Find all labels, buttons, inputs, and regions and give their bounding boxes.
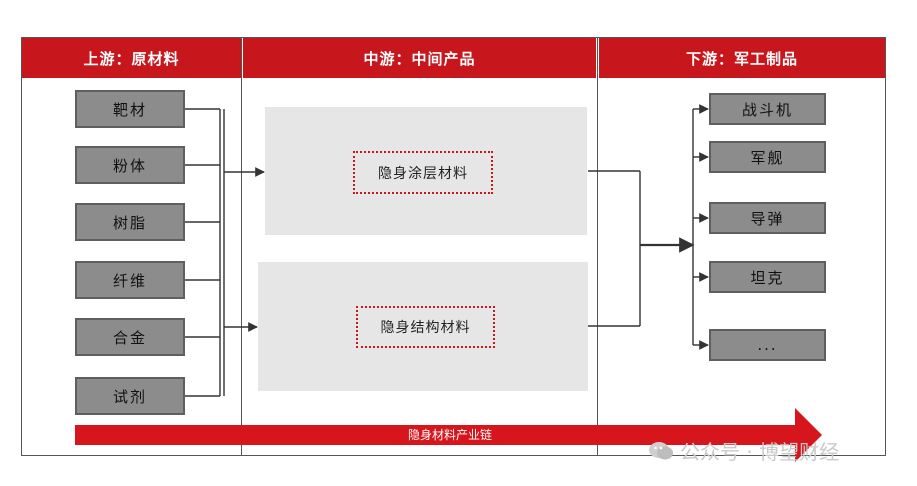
column-divider xyxy=(597,37,598,456)
upstream-item-alloy: 合金 xyxy=(75,318,185,356)
upstream-item-reagent: 试剂 xyxy=(75,377,185,415)
upstream-item-powder: 粉体 xyxy=(75,146,185,184)
watermark: 公众号 · 博望财经 xyxy=(648,436,839,465)
watermark-text: 公众号 · 博望财经 xyxy=(680,440,840,464)
upstream-item-resin: 树脂 xyxy=(75,203,185,241)
upstream-item-fiber: 纤维 xyxy=(75,261,185,299)
downstream-item-missile: 导弹 xyxy=(709,202,826,234)
industry-chain-arrow xyxy=(75,408,822,462)
diagram-frame xyxy=(21,37,886,456)
column-divider xyxy=(241,37,242,456)
midstream-item-stealth-coating: 隐身涂层材料 xyxy=(353,151,493,194)
header-downstream: 下游：军工制品 xyxy=(599,38,885,78)
header-midstream: 中游：中间产品 xyxy=(243,38,596,78)
header-upstream: 上游：原材料 xyxy=(22,38,241,78)
downstream-item-more: ... xyxy=(709,329,826,361)
wechat-icon xyxy=(649,441,673,459)
downstream-item-fighter-jet: 战斗机 xyxy=(709,93,826,125)
downstream-item-tank: 坦克 xyxy=(709,261,826,293)
upstream-item-target-material: 靶材 xyxy=(75,90,185,128)
industry-chain-label: 隐身材料产业链 xyxy=(407,428,492,442)
downstream-item-warship: 军舰 xyxy=(709,141,826,173)
midstream-item-stealth-structure: 隐身结构材料 xyxy=(356,306,495,348)
